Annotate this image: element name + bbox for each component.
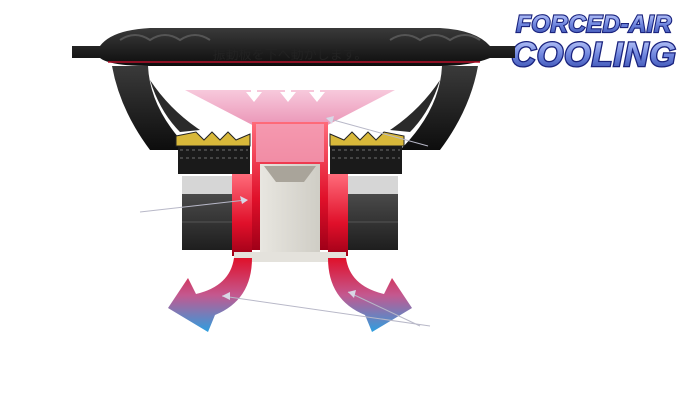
magnet-band-left	[182, 176, 242, 194]
surround-ridges	[119, 34, 481, 42]
diaphragm-down-arrows	[246, 80, 325, 102]
logo-line1: FORCED-AIR	[516, 11, 672, 38]
diaphragm-cone	[185, 90, 395, 130]
hot-air-channel-left-wall	[232, 174, 252, 256]
pole-piece	[260, 164, 320, 258]
spider-left	[175, 131, 251, 147]
pole-vent-funnel	[264, 166, 316, 182]
leader-arrowhead-left-flow	[222, 292, 230, 300]
leader-arrowhead-cone	[326, 116, 334, 124]
top-plate-left	[178, 146, 250, 174]
basket-left-inner	[150, 80, 200, 132]
basket-right-inner	[390, 80, 440, 132]
basket-right-leg	[400, 66, 478, 150]
basket-left-leg	[112, 66, 190, 150]
hot-air-channel-right-wall	[328, 174, 348, 256]
right-airflow-arrow	[328, 258, 412, 332]
leader-arrowhead-right-flow	[348, 290, 356, 298]
leader-arrowhead-pole	[240, 196, 248, 204]
diaphragm-caption: 振動板を下へ動かします。	[212, 48, 368, 63]
magnet-band-right	[338, 176, 398, 194]
top-plate-right	[330, 146, 402, 174]
spider-right	[329, 131, 405, 147]
bottom-plate	[234, 252, 346, 262]
forced-air-cooling-logo: FORCED-AIR COOLING	[494, 6, 694, 75]
hot-air-top-pink	[256, 124, 324, 162]
left-airflow-arrow	[168, 258, 252, 332]
leader-lines	[139, 117, 431, 327]
logo-line2: COOLING	[511, 36, 677, 72]
